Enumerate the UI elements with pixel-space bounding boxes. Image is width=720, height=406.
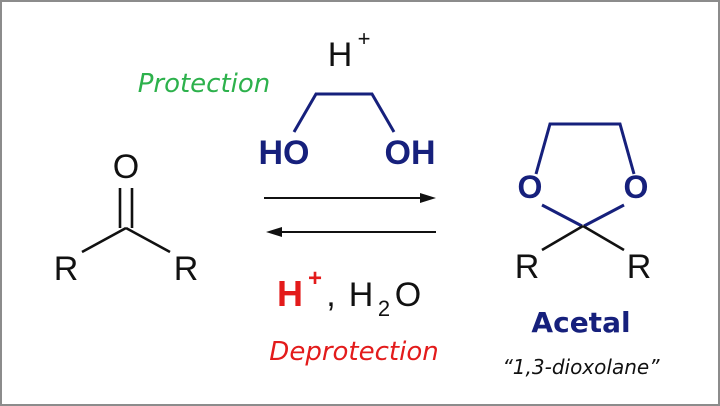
ketone-bond-right [125,226,171,254]
product-name: Acetal [531,306,630,339]
acetal-cr-bond-left [541,224,584,252]
ketone-bond-left [81,226,127,254]
conditions-separator: , [326,276,335,314]
protection-label: Protection [138,69,271,99]
forward-arrow [264,193,436,203]
ketone-oxygen: O [113,148,139,186]
acetal-r-left: R [515,248,540,286]
acetal-co-bond-right [583,203,625,228]
deprotection-acid-h: H [277,273,303,314]
glycol-hydroxyl-left: HO [259,134,310,172]
reverse-arrow [266,227,436,237]
product-subtitle: “1,3-dioxolane” [502,355,660,379]
water-subscript: 2 [378,296,390,321]
deprotection-acid-charge: + [308,265,322,292]
acetal-cr-bond-right [582,224,625,252]
dioxolane-backbone [534,122,636,175]
ketone-r-right: R [174,250,199,288]
acetal-r-right: R [627,248,652,286]
acetal-oxygen-left: O [518,169,543,205]
ethylene-glycol: HO OH [259,92,436,172]
acid-catalyst-charge: + [358,26,371,51]
acid-catalyst-h: H [328,36,353,74]
ketone-structure: O R R [54,148,199,288]
glycol-backbone [292,92,396,133]
water-h: H [349,276,374,314]
deprotection-label: Deprotection [269,337,438,367]
ketone-r-left: R [54,250,79,288]
acetal-oxygen-right: O [624,169,649,205]
glycol-hydroxyl-right: OH [385,134,436,172]
water-o: O [395,276,421,314]
acetal-co-bond-left [541,203,583,228]
acetal-structure: O O R R [515,122,652,286]
